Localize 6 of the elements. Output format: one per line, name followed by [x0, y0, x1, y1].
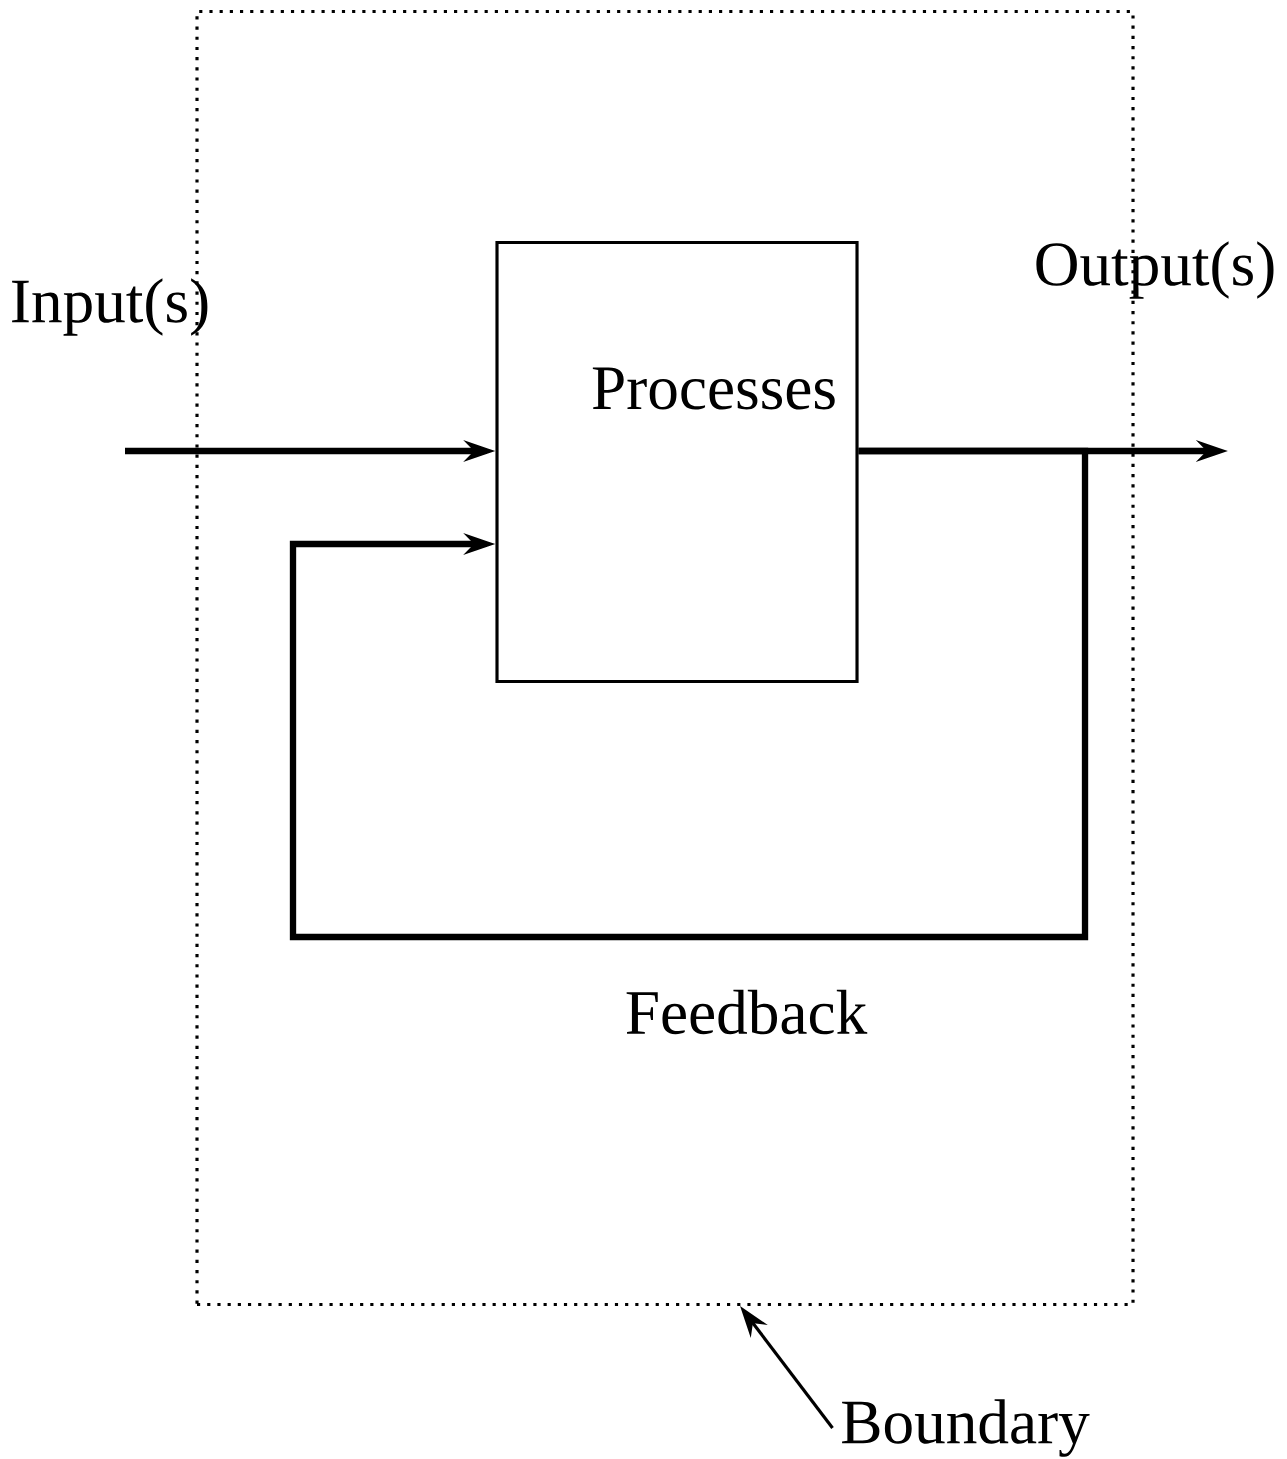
- io-label: Output(s): [1036, 241, 1274, 299]
- feedback-loop-arrow: [289, 447, 1089, 941]
- process-box: Processes: [495, 240, 859, 684]
- boundary-label: Boundary: [842, 1399, 1090, 1457]
- edge-label: Feedback: [617, 982, 875, 1042]
- io-label: Input(s): [12, 278, 208, 336]
